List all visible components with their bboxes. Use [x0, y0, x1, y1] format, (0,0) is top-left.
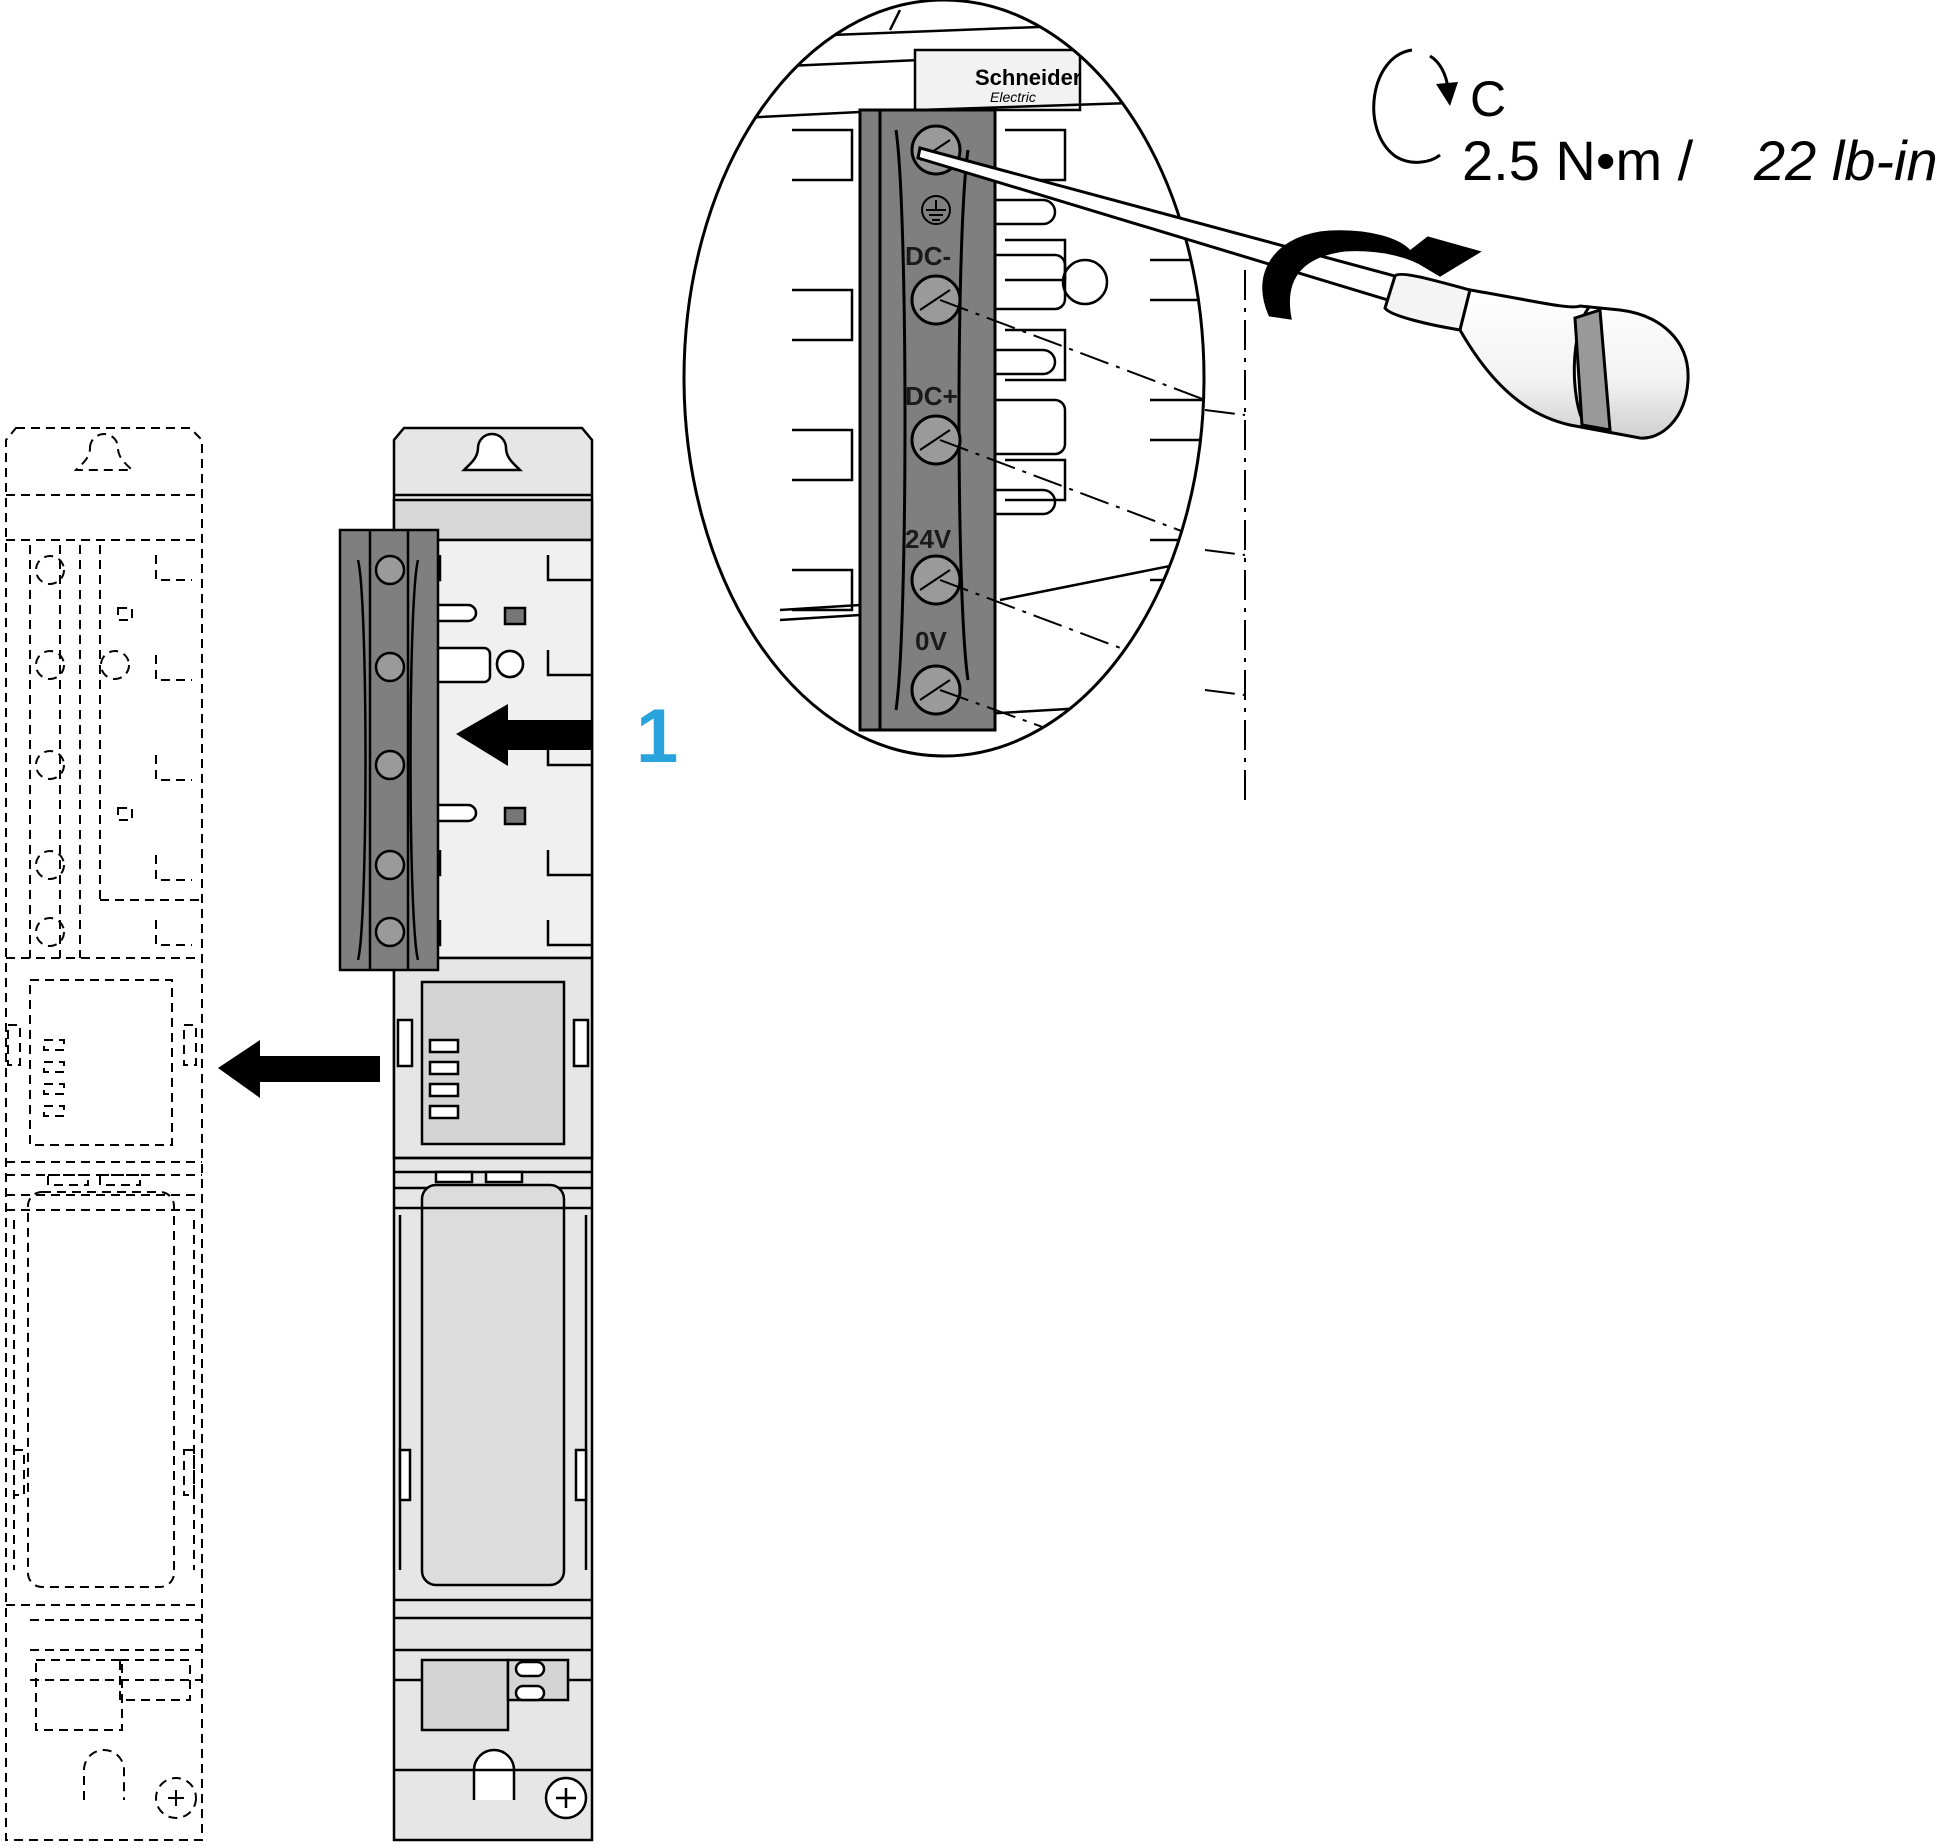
schneider-logo: Schneider Electric	[975, 65, 1082, 105]
arrow-left-icon	[218, 704, 592, 1098]
torque-value-imperial: 22 lb-in	[1753, 129, 1938, 192]
terminal-label-24v: 24V	[905, 524, 952, 554]
torque-annotation: C 2.5 N•m / 22 lb-in	[1372, 48, 1938, 192]
terminal-label-dc-plus: DC+	[905, 381, 958, 411]
terminal-label-dc-minus: DC-	[905, 241, 951, 271]
torque-rotation-icon	[1372, 48, 1441, 164]
ground-symbol-icon	[921, 195, 951, 225]
step-label: 1	[636, 694, 678, 779]
svg-text:Electric: Electric	[990, 89, 1036, 105]
zoom-detail: DC- DC+ 24V 0V Schneider Electric	[682, 0, 1246, 800]
torque-value-si: 2.5 N•m /	[1462, 129, 1694, 192]
terminal-strip-small	[338, 528, 440, 972]
svg-text:Schneider: Schneider	[975, 65, 1082, 90]
ghost-module	[5, 427, 203, 1841]
terminal-label-0v: 0V	[915, 626, 947, 656]
rotate-clockwise-icon	[1262, 230, 1482, 320]
torque-symbol: C	[1470, 71, 1506, 127]
